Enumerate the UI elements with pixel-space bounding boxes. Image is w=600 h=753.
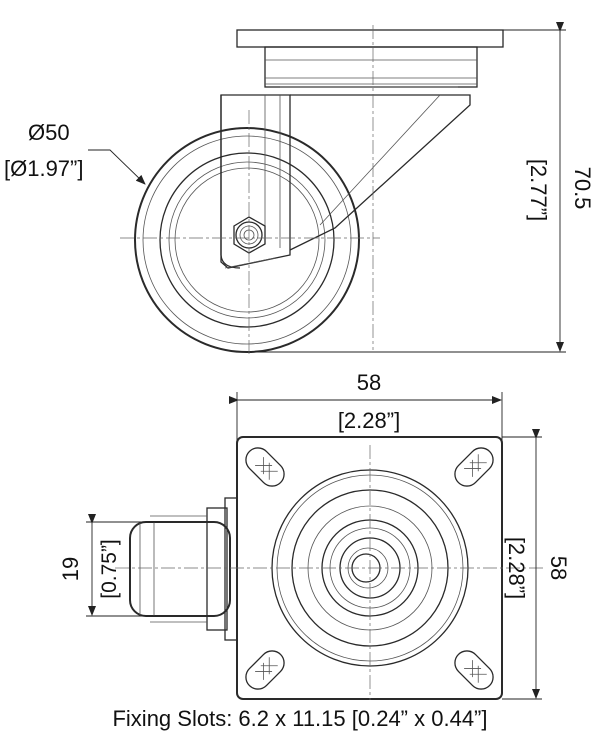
wheel-width-mm: 19 bbox=[58, 557, 83, 581]
fixing-slot-bottom-right bbox=[454, 650, 494, 690]
wheel-top bbox=[129, 497, 238, 641]
wheel-width-dimension: 19 [0.75”] bbox=[58, 514, 160, 617]
fork-side bbox=[220, 86, 471, 269]
side-view: Ø50 [Ø1.97”] 70.5 [2.77”] bbox=[4, 22, 595, 355]
width-in: [2.28”] bbox=[338, 408, 400, 433]
fixing-slots-caption: Fixing Slots: 6.2 x 11.15 [0.24” x 0.44”… bbox=[112, 706, 488, 731]
swivel-housing bbox=[264, 46, 478, 88]
width-mm: 58 bbox=[357, 370, 381, 395]
width-dimension: 58 [2.28”] bbox=[229, 370, 503, 440]
fixing-slot-top-left bbox=[245, 447, 285, 487]
top-plate bbox=[236, 29, 504, 48]
fixing-slot-top-right bbox=[454, 447, 494, 487]
wheel-width-in: [0.75”] bbox=[98, 539, 121, 599]
axle-nut bbox=[233, 216, 266, 254]
top-view: 58 [2.28”] bbox=[58, 370, 571, 700]
diameter-leader: Ø50 [Ø1.97”] bbox=[4, 120, 146, 185]
height-in: [2.77”] bbox=[526, 159, 551, 221]
wheel-side bbox=[134, 127, 360, 353]
length-mm: 58 bbox=[546, 556, 571, 580]
height-dimension: 70.5 [2.77”] bbox=[250, 22, 595, 353]
fixing-slot-bottom-left bbox=[245, 650, 285, 690]
length-in: [2.28”] bbox=[504, 537, 529, 599]
wheel-diameter-mm: Ø50 bbox=[28, 120, 70, 145]
length-dimension: 58 [2.28”] bbox=[502, 429, 571, 700]
wheel-diameter-in: [Ø1.97”] bbox=[4, 156, 83, 181]
height-mm: 70.5 bbox=[570, 167, 595, 210]
